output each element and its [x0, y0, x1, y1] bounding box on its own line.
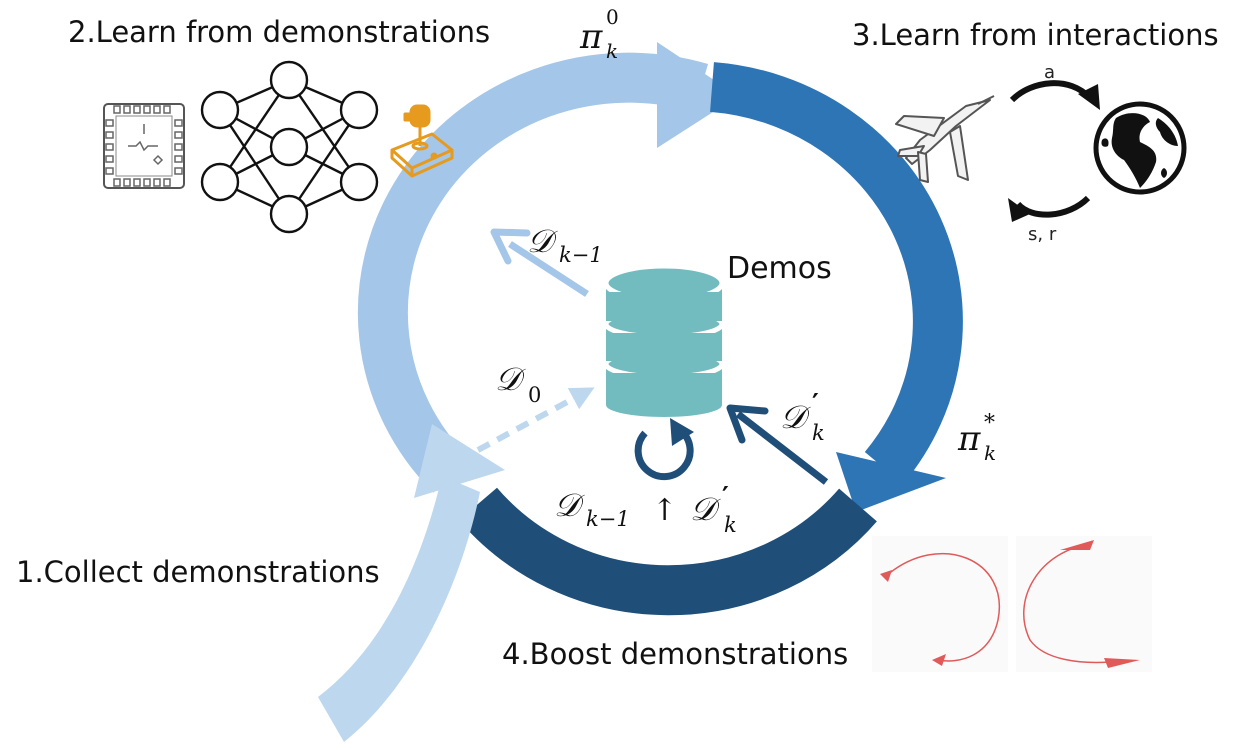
database-icon — [603, 263, 725, 417]
step2-label: 2.Learn from demonstrations — [68, 15, 490, 49]
svg-text:k: k — [812, 421, 825, 445]
joystick-icon — [390, 104, 454, 178]
svg-text:π: π — [579, 17, 603, 57]
svg-text:↑: ↑ — [652, 493, 677, 528]
fighter-jet-icon — [895, 95, 995, 183]
policy-optimal-label: π * k — [957, 411, 996, 465]
svg-text:′: ′ — [722, 482, 729, 512]
svg-text:′: ′ — [812, 389, 819, 419]
arrowhead-pistar — [836, 452, 946, 512]
step1-label: 1.Collect demonstrations — [16, 555, 380, 589]
action-label: a — [1044, 62, 1055, 83]
svg-text:0: 0 — [528, 383, 541, 407]
svg-text:𝒟: 𝒟 — [527, 222, 558, 260]
svg-text:k: k — [984, 441, 996, 465]
action-arrow — [1009, 80, 1100, 110]
collect-arrowhead — [414, 424, 505, 498]
cycle-arrows — [318, 42, 963, 742]
svg-text:π: π — [957, 419, 981, 459]
arc-boost — [459, 487, 877, 616]
feedback-label: s, r — [1028, 224, 1057, 245]
svg-text:k: k — [606, 39, 618, 63]
cockpit-instrument-icon — [103, 103, 185, 189]
neural-network-icon — [200, 60, 379, 234]
svg-text:*: * — [984, 411, 995, 436]
database-label: Demos — [727, 251, 832, 286]
dataset-initial-label: 𝒟 0 — [495, 360, 541, 407]
dataset-boosted-label: 𝒟 ′ k — [780, 389, 825, 445]
step3-label: 3.Learn from interactions — [852, 18, 1219, 52]
arc-learn-interactions — [709, 62, 963, 485]
refresh-loop-icon — [634, 418, 694, 481]
svg-text:𝒟: 𝒟 — [554, 486, 585, 524]
collect-arrow-body — [318, 476, 480, 742]
dataset-prev-arrow — [490, 228, 589, 297]
svg-text:k−1: k−1 — [586, 507, 630, 531]
svg-text:k−1: k−1 — [559, 243, 603, 267]
trajectory-plot-icon — [872, 536, 1152, 672]
policy-initial-label: π 0 k — [579, 5, 619, 63]
svg-text:0: 0 — [606, 5, 619, 29]
dataset-boosted-arrow — [726, 404, 829, 485]
merge-expression: 𝒟 k−1 ↑ 𝒟 ′ k — [554, 482, 737, 537]
svg-text:𝒟: 𝒟 — [780, 398, 811, 436]
dataset-initial-arrow — [476, 387, 595, 453]
svg-text:𝒟: 𝒟 — [690, 490, 721, 528]
step4-label: 4.Boost demonstrations — [502, 637, 848, 671]
svg-text:𝒟: 𝒟 — [495, 360, 526, 398]
feedback-arrow — [1008, 195, 1091, 222]
arc-learn-demos — [357, 52, 708, 493]
svg-text:k: k — [724, 513, 737, 537]
arrowhead-pi0 — [657, 42, 738, 148]
globe-icon — [1093, 101, 1187, 195]
